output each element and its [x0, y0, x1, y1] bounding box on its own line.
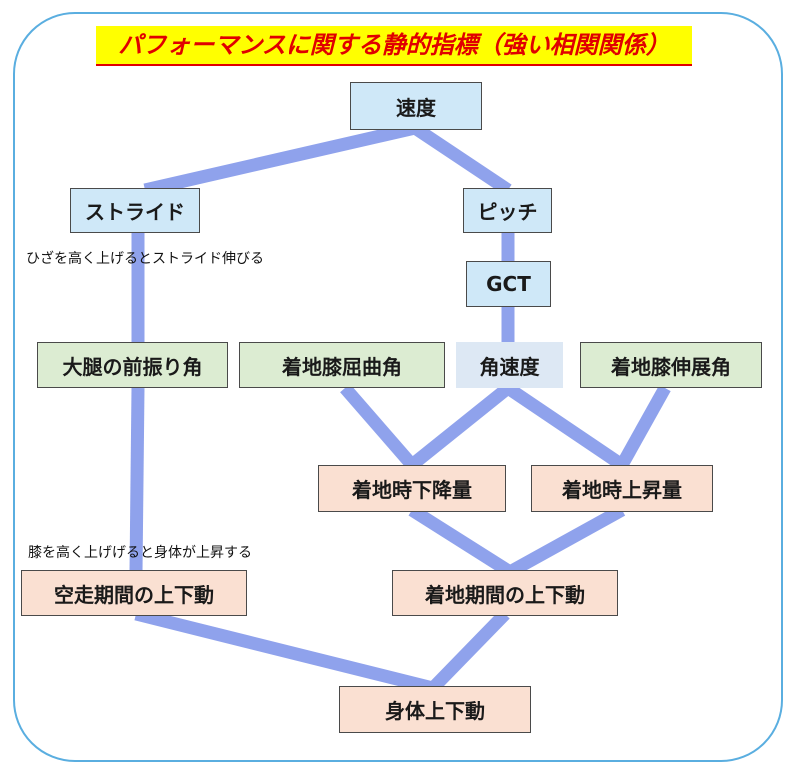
node-stride: ストライド — [70, 188, 200, 233]
link-descent-contact — [408, 504, 514, 578]
link-angular-descent — [407, 382, 513, 471]
node-knee-extension: 着地膝伸展角 — [580, 342, 762, 388]
link-kneeext-rise — [616, 384, 671, 469]
link-speed-pitch — [411, 122, 512, 196]
node-gct: GCT — [466, 261, 551, 307]
link-contact-body — [428, 609, 510, 693]
diagram-title: パフォーマンスに関する静的指標（強い相関関係） — [96, 26, 692, 66]
node-knee-flexion: 着地膝屈曲角 — [239, 342, 445, 388]
node-speed: 速度 — [350, 82, 482, 130]
link-flight-body — [134, 607, 435, 695]
node-body-vertical: 身体上下動 — [339, 686, 531, 733]
link-thigh-flight — [129, 387, 145, 573]
link-speed-stride — [143, 121, 417, 197]
link-rise-contact — [506, 504, 626, 578]
knee-note: 膝を高く上げげると身体が上昇する — [28, 545, 252, 561]
stride-note: ひざを高く上げるとストライド伸びる — [26, 251, 264, 267]
node-landing-descent: 着地時下降量 — [318, 465, 506, 512]
node-contact-vertical: 着地期間の上下動 — [392, 570, 618, 616]
node-pitch: ピッチ — [463, 188, 552, 233]
link-kneeflex-descent — [340, 383, 417, 470]
node-landing-rise: 着地時上昇量 — [531, 465, 713, 512]
link-angular-rise — [504, 382, 626, 471]
rounded-frame — [13, 12, 783, 762]
node-flight-vertical: 空走期間の上下動 — [21, 570, 247, 616]
node-thigh-swing: 大腿の前振り角 — [37, 342, 228, 388]
node-angular-velocity: 角速度 — [456, 342, 563, 388]
